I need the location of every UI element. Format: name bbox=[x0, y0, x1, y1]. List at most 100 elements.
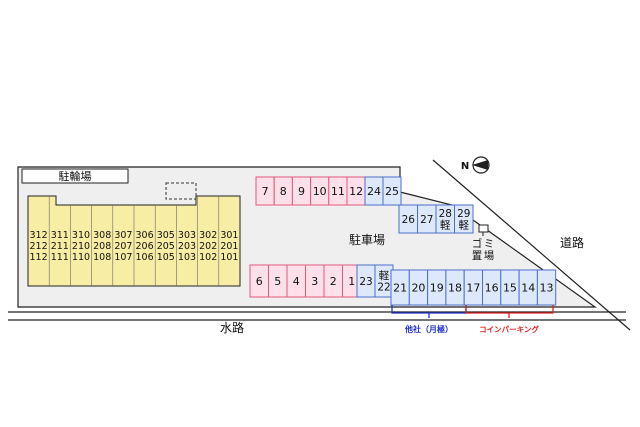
bike-parking-box bbox=[21, 168, 129, 184]
parking-space-number: 6 bbox=[256, 275, 263, 288]
parking-space-number: 軽 bbox=[440, 220, 451, 232]
parking-space-number: 1 bbox=[348, 275, 355, 288]
parking-space-number: 16 bbox=[485, 281, 499, 294]
bike-parking-label: 駐輪場 bbox=[59, 169, 92, 183]
unit-number: 106 bbox=[136, 252, 154, 263]
parking-space: 1 bbox=[342, 264, 362, 298]
unit-number: 307 bbox=[114, 230, 132, 241]
parking-space: 2 bbox=[323, 264, 343, 298]
unit-number: 112 bbox=[30, 252, 48, 263]
unit-number: 303 bbox=[178, 230, 196, 241]
unit-number: 310 bbox=[72, 230, 90, 241]
unit-number: 211 bbox=[51, 241, 69, 252]
waterway-label: 水路 bbox=[220, 320, 244, 335]
parking-space: 13 bbox=[536, 269, 557, 306]
parking-space: 28軽 bbox=[435, 204, 455, 234]
parking-space-number: 10 bbox=[313, 185, 327, 198]
north-compass-icon: N bbox=[461, 156, 490, 174]
parking-space-number: 17 bbox=[466, 281, 480, 294]
parking-space: 24 bbox=[364, 176, 384, 206]
unit-number: 201 bbox=[220, 241, 238, 252]
unit-number: 206 bbox=[136, 241, 154, 252]
unit-number: 302 bbox=[199, 230, 217, 241]
parking-space-number: 11 bbox=[331, 185, 345, 198]
parking-space-number: 29 bbox=[457, 208, 470, 220]
unit-number: 208 bbox=[93, 241, 111, 252]
road-label: 道路 bbox=[560, 235, 584, 250]
parking-space-number: 9 bbox=[298, 185, 305, 198]
garbage-label-char: 置 bbox=[472, 250, 483, 262]
parking-space: 14 bbox=[518, 269, 538, 306]
parking-space: 26 bbox=[398, 204, 418, 234]
parking-space-number: 24 bbox=[367, 185, 381, 198]
parking-space: 18 bbox=[445, 269, 465, 306]
parking-space: 15 bbox=[500, 269, 520, 306]
unit-number: 312 bbox=[30, 230, 48, 241]
unit-number: 103 bbox=[178, 252, 196, 263]
unit-number: 102 bbox=[199, 252, 217, 263]
parking-space: 17 bbox=[463, 269, 484, 306]
parking-space: 9 bbox=[291, 176, 312, 206]
unit-number: 301 bbox=[220, 230, 238, 241]
parking-space-number: 18 bbox=[448, 281, 462, 294]
unit-number: 202 bbox=[199, 241, 217, 252]
parking-space-number: 3 bbox=[311, 275, 318, 288]
unit-number: 203 bbox=[178, 241, 196, 252]
parking-space-number: 26 bbox=[402, 214, 416, 226]
parking-space-number: 19 bbox=[430, 281, 444, 294]
garbage-label-char: ゴ bbox=[472, 237, 483, 250]
parking-space-number: 25 bbox=[385, 185, 399, 198]
parking-space: 20 bbox=[408, 269, 429, 306]
unit-number: 212 bbox=[30, 241, 48, 252]
unit-number: 306 bbox=[136, 230, 154, 241]
unit-number: 205 bbox=[157, 241, 175, 252]
unit-number: 108 bbox=[93, 252, 111, 263]
parking-space: 25 bbox=[382, 176, 402, 206]
parking-space-number: 14 bbox=[521, 281, 535, 294]
parking-space-number: 15 bbox=[503, 281, 517, 294]
parking-space: 8 bbox=[273, 176, 293, 206]
parking-space: 27 bbox=[417, 204, 437, 234]
north-label: N bbox=[461, 161, 469, 172]
parking-space: 10 bbox=[310, 176, 330, 206]
parking-space: 16 bbox=[482, 269, 502, 306]
parking-space-number: 7 bbox=[262, 185, 269, 198]
garbage-label-char: ミ bbox=[484, 238, 495, 250]
parking-space-number: 21 bbox=[393, 281, 407, 294]
unit-number: 105 bbox=[157, 252, 175, 263]
unit-number: 101 bbox=[220, 252, 238, 263]
unit-number: 207 bbox=[114, 241, 132, 252]
other-company-label: 他社（月極） bbox=[404, 324, 453, 334]
parking-space: 4 bbox=[286, 264, 306, 298]
parking-space-number: 23 bbox=[359, 276, 372, 288]
parking-space-number: 20 bbox=[411, 281, 425, 294]
parking-space: 29軽 bbox=[454, 204, 474, 234]
parking-space-number: 軽 bbox=[379, 270, 390, 282]
parking-space: 軽22 bbox=[374, 264, 394, 298]
parking-space: 3 bbox=[305, 264, 325, 298]
parking-space-number: 12 bbox=[349, 185, 363, 198]
parking-space-number: 4 bbox=[293, 275, 300, 288]
parking-space: 7 bbox=[255, 176, 275, 206]
unit-number: 311 bbox=[51, 230, 69, 241]
parking-space-number: 軽 bbox=[459, 220, 470, 232]
parking-space-number: 2 bbox=[330, 275, 337, 288]
unit-number: 111 bbox=[51, 252, 69, 263]
unit-number: 110 bbox=[72, 252, 90, 263]
garbage-box-icon bbox=[478, 224, 489, 233]
parking-space: 5 bbox=[268, 264, 288, 298]
parking-lot-label: 駐車場 bbox=[349, 232, 385, 247]
garbage-label-char: 場 bbox=[484, 249, 495, 262]
unit-number: 107 bbox=[114, 252, 132, 263]
parking-space-number: 22 bbox=[377, 282, 390, 294]
coin-parking-label: コインパーキング bbox=[479, 324, 539, 334]
parking-space: 6 bbox=[249, 264, 269, 298]
parking-space: 19 bbox=[427, 269, 447, 306]
parking-space: 21 bbox=[390, 269, 410, 306]
parking-space-number: 8 bbox=[280, 185, 287, 198]
parking-space: 12 bbox=[346, 176, 366, 206]
garbage-area-label: ゴミ置場 bbox=[472, 237, 495, 262]
